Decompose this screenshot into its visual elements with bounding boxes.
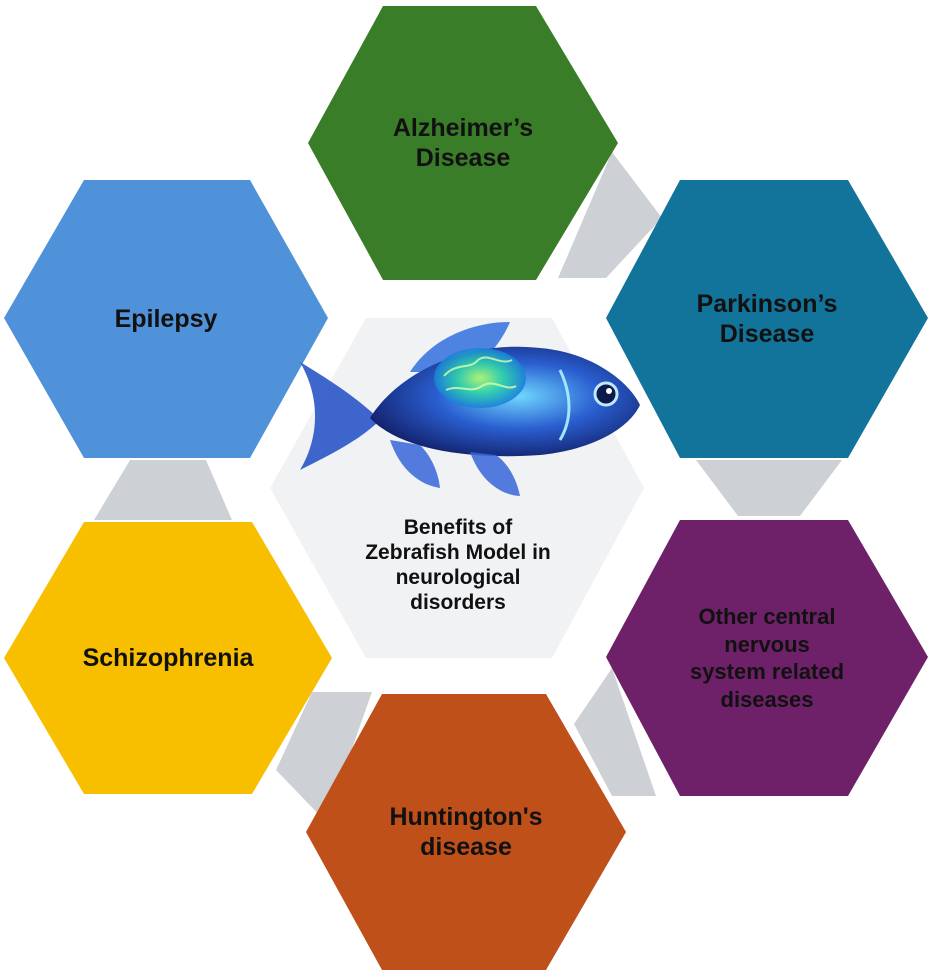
label-other-cns: Other central nervous system related dis… <box>620 520 914 796</box>
label-alzheimers: Alzheimer’s Disease <box>308 6 618 280</box>
label-parkinsons: Parkinson’s Disease <box>606 180 928 458</box>
label-huntingtons: Huntington's disease <box>306 694 626 970</box>
label-schizophrenia: Schizophrenia <box>4 522 332 794</box>
fish-brain <box>434 348 526 408</box>
connector-parkinsons-other <box>696 460 842 516</box>
connector-schizophrenia-epilepsy <box>94 460 232 520</box>
center-title: Benefits of Zebrafish Model in neurologi… <box>330 500 586 630</box>
label-epilepsy: Epilepsy <box>4 180 328 458</box>
